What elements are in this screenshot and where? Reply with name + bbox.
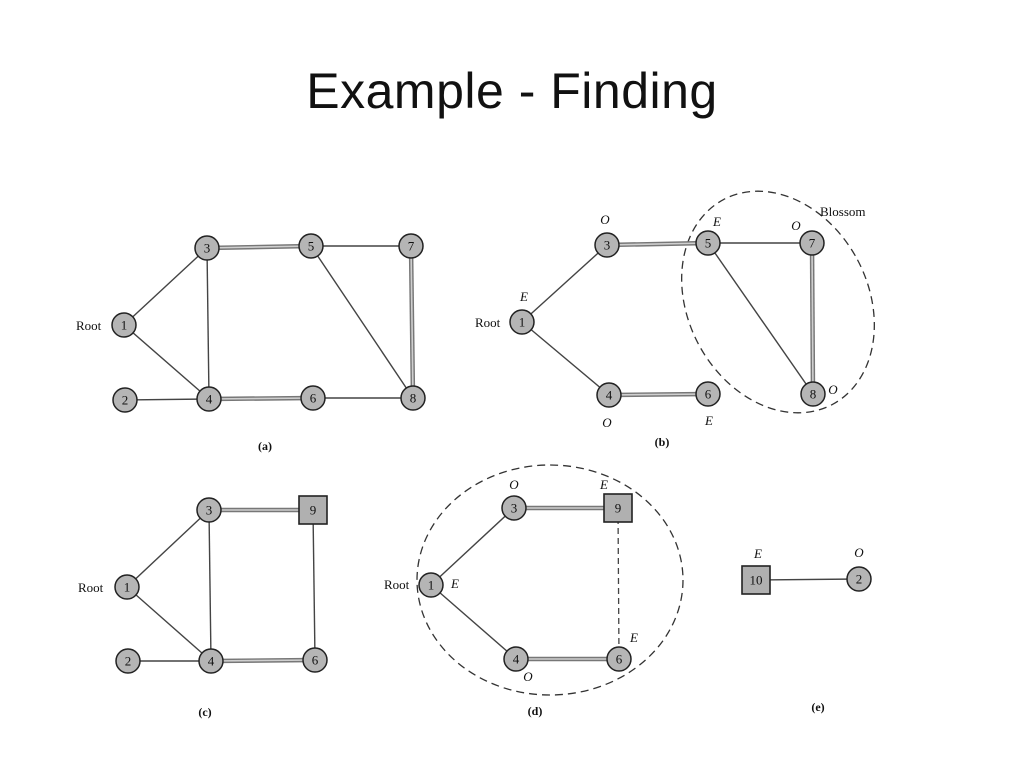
svg-text:5: 5 [308,239,315,254]
graph-node: 1 [111,312,137,338]
slide-title: Example - Finding [306,63,718,119]
odd-label: O [602,415,612,430]
caption-e: (e) [811,700,824,714]
caption-c: (c) [198,705,211,719]
graph-node: 8 [400,385,426,411]
panel-c: Root 1 2 3 4 6 9 (c) [78,495,328,719]
root-label: Root [76,318,102,333]
even-label: E [712,214,721,229]
even-label: E [450,576,459,591]
blossom-outline [416,464,684,696]
graph-node: 6 [300,385,326,411]
panel-a: Root 1 2 3 4 5 6 7 8 (a) [76,233,426,453]
graph-node: 3 [196,497,222,523]
graph-node: 10 [741,565,771,595]
graph-node: 3 [501,495,527,521]
svg-text:2: 2 [125,654,132,669]
graph-node: 6 [606,646,632,672]
odd-label: O [523,669,533,684]
graph-node: 4 [596,382,622,408]
blossom-label: Blossom [820,204,866,219]
root-label: Root [475,315,501,330]
graph-node: 9 [603,493,633,523]
graph-node: 6 [302,647,328,673]
svg-text:3: 3 [604,238,611,253]
svg-text:1: 1 [124,580,131,595]
graph-node: 1 [509,309,535,335]
root-label: Root [384,577,410,592]
svg-text:4: 4 [208,654,215,669]
graph-node: 2 [112,387,138,413]
svg-text:4: 4 [606,388,613,403]
root-label: Root [78,580,104,595]
odd-label: O [791,218,801,233]
svg-text:6: 6 [705,387,712,402]
panel-d: Root E O E E O 1 3 4 6 9 (d) [384,464,684,718]
graph-node: 3 [594,232,620,258]
even-label: E [599,477,608,492]
graph-node: 1 [114,574,140,600]
even-label: E [629,630,638,645]
svg-text:7: 7 [408,239,415,254]
svg-text:6: 6 [616,652,623,667]
svg-text:1: 1 [519,315,526,330]
odd-label: O [828,382,838,397]
even-label: E [704,413,713,428]
graph-node: 6 [695,381,721,407]
graph-node: 2 [846,566,872,592]
graph-node: 8 [800,381,826,407]
svg-text:10: 10 [750,573,763,588]
svg-text:3: 3 [206,503,213,518]
svg-text:3: 3 [511,501,518,516]
blossom-outline [681,190,875,414]
graph-node: 2 [115,648,141,674]
caption-a: (a) [258,439,272,453]
graph-node: 1 [418,572,444,598]
graph-node: 7 [398,233,424,259]
graph-node: 7 [799,230,825,256]
panel-b: Root Blossom E O E O O O E 1 3 4 5 6 7 8… [475,190,875,449]
graph-node: 4 [196,386,222,412]
svg-text:1: 1 [428,578,435,593]
svg-text:4: 4 [513,652,520,667]
odd-label: O [509,477,519,492]
odd-label: O [854,545,864,560]
svg-text:8: 8 [810,387,817,402]
svg-text:7: 7 [809,236,816,251]
svg-text:4: 4 [206,392,213,407]
svg-text:6: 6 [312,653,319,668]
svg-text:2: 2 [122,393,129,408]
svg-text:2: 2 [856,572,863,587]
panel-e: E O 10 2 (e) [741,545,872,714]
svg-text:6: 6 [310,391,317,406]
graph-node: 5 [695,230,721,256]
graph-node: 9 [298,495,328,525]
svg-text:5: 5 [705,236,712,251]
caption-b: (b) [655,435,670,449]
odd-label: O [600,212,610,227]
graph-node: 3 [194,235,220,261]
even-label: E [753,546,762,561]
svg-text:1: 1 [121,318,128,333]
graph-node: 4 [198,648,224,674]
svg-text:9: 9 [615,501,622,516]
graph-node: 4 [503,646,529,672]
svg-text:3: 3 [204,241,211,256]
graph-node: 5 [298,233,324,259]
caption-d: (d) [528,704,543,718]
even-label: E [519,289,528,304]
svg-text:8: 8 [410,391,417,406]
svg-text:9: 9 [310,503,317,518]
